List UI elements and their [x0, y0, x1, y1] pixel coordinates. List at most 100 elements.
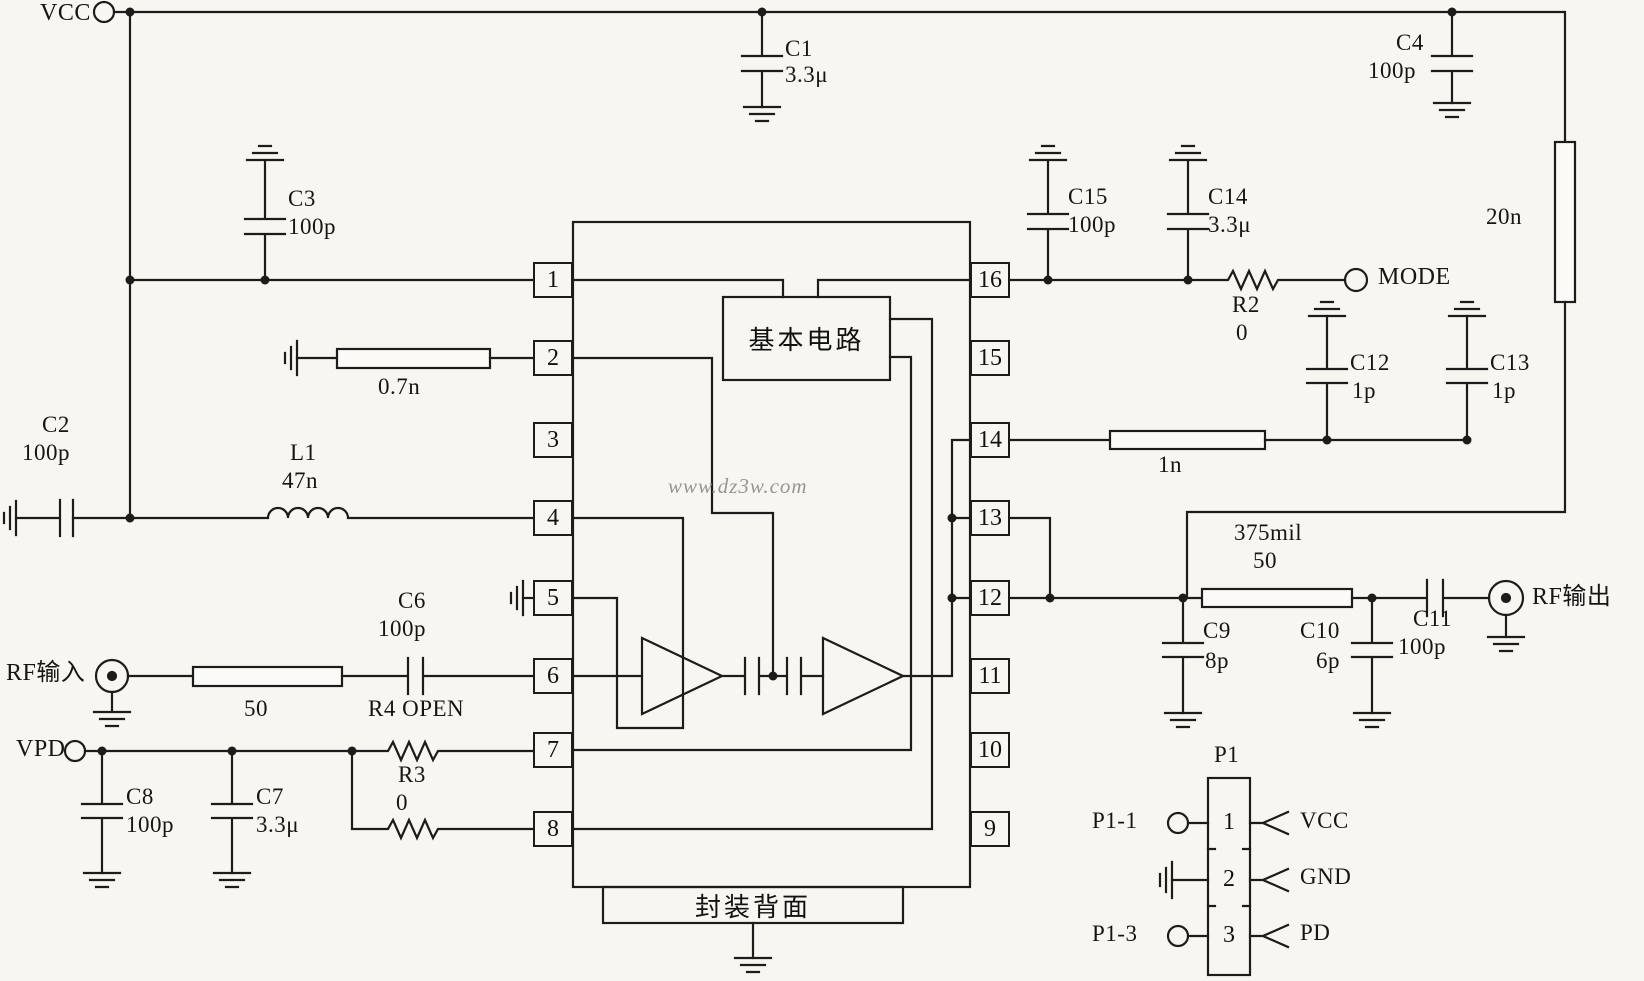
ground-icon [1163, 711, 1203, 729]
p1-box [1206, 776, 1252, 977]
rf-out-label: RF输出 [1532, 584, 1612, 610]
c13-ref: C13 [1490, 350, 1530, 375]
p1-gnd-label: GND [1300, 864, 1352, 889]
c2-val: 100p [22, 440, 70, 465]
c11-val: 100p [1398, 634, 1446, 659]
cap-c7 [210, 749, 254, 875]
p1-3-terminal [1166, 924, 1190, 948]
c7-val: 3.3μ [256, 812, 300, 837]
c3-val: 100p [288, 214, 336, 239]
p1-1-terminal [1166, 811, 1190, 835]
cap-c9 [1161, 596, 1205, 715]
cap-c11 [1350, 578, 1491, 618]
p1-row1-chevron [1260, 810, 1290, 836]
c1-ref: C1 [785, 36, 813, 61]
p1-row2-chevron [1260, 867, 1290, 893]
c10-val: 6p [1316, 648, 1340, 673]
c8-val: 100p [126, 812, 174, 837]
rf-input-terminal-dot [106, 670, 118, 682]
ground-icon [1028, 144, 1068, 162]
c7-ref: C7 [256, 784, 284, 809]
rf-output-terminal-dot [1500, 592, 1512, 604]
c6-val: 100p [378, 616, 426, 641]
ic-pin-3: 3 [533, 422, 573, 458]
ground-icon [509, 579, 525, 617]
r3-ref: R3 [398, 762, 426, 787]
rf-in-label: RF输入 [6, 660, 86, 686]
ms-375-val: 50 [1253, 548, 1277, 573]
ms-1n-label: 1n [1158, 452, 1182, 477]
cap-c3 [243, 159, 287, 282]
cap-c15 [1026, 159, 1070, 282]
p1-row3-chevron [1260, 923, 1290, 949]
p1-vcc-label: VCC [1300, 808, 1349, 833]
ic-pin-4: 4 [533, 500, 573, 536]
ground-icon [1486, 635, 1526, 653]
ic-pin-16: 16 [970, 262, 1010, 298]
ms-20n-label: 20n [1486, 204, 1522, 229]
ms-07n-label: 0.7n [378, 374, 421, 399]
c4-val: 100p [1368, 58, 1416, 83]
cap-c13 [1445, 314, 1489, 442]
ground-icon [2, 499, 18, 537]
ic-pin-8: 8 [533, 811, 573, 847]
c3-ref: C3 [288, 186, 316, 211]
c6-ref: C6 [398, 588, 426, 613]
cap-c1 [740, 10, 784, 109]
vpd-terminal [63, 739, 87, 763]
c1-val: 3.3μ [785, 62, 829, 87]
l1-val: 47n [282, 468, 318, 493]
ic-pin-5: 5 [533, 580, 573, 616]
cap-c4 [1430, 10, 1474, 105]
r4-ref: R4 OPEN [368, 696, 465, 721]
ic-core-box [721, 295, 892, 382]
ground-icon [92, 710, 132, 728]
p1-pd-label: PD [1300, 920, 1331, 945]
pin2-internal [571, 356, 775, 678]
microstrip-20n [1553, 140, 1577, 304]
junction-dots [97, 7, 1472, 756]
p1-pin-2: 2 [1223, 866, 1235, 892]
cap-c2 [14, 498, 75, 538]
p1-title: P1 [1214, 742, 1240, 767]
pin8-internal [571, 317, 934, 831]
ic-pin-10: 10 [970, 732, 1010, 768]
r3-val: 0 [396, 790, 408, 815]
pin4-pin5-loop [571, 516, 685, 730]
ic-pin-9: 9 [970, 811, 1010, 847]
ground-icon [742, 105, 782, 123]
cap-c14 [1166, 159, 1210, 282]
ground-icon [1432, 101, 1472, 119]
ic-pin-12: 12 [970, 580, 1010, 616]
c9-val: 8p [1205, 648, 1229, 673]
c2-ref: C2 [42, 412, 70, 437]
c15-val: 100p [1068, 212, 1116, 237]
ground-icon [82, 871, 122, 889]
pin16-internal [816, 278, 972, 299]
vcc-label: VCC [40, 0, 91, 26]
ic-pin-7: 7 [533, 732, 573, 768]
c15-ref: C15 [1068, 184, 1108, 209]
c8-ref: C8 [126, 784, 154, 809]
watermark: www.dz3w.com [668, 474, 808, 498]
vcc-top-rail [112, 10, 1567, 144]
ms-375-ref: 375mil [1234, 520, 1303, 545]
ic-pin-14: 14 [970, 422, 1010, 458]
c4-ref: C4 [1396, 30, 1424, 55]
c11-ref: C11 [1413, 606, 1452, 631]
cap-c8 [80, 749, 124, 875]
p1-pin-3: 3 [1223, 922, 1235, 948]
pin13-wire [1008, 516, 1052, 600]
pin1-internal [571, 278, 785, 299]
ic-pin-15: 15 [970, 340, 1010, 376]
vpd-label: VPD [16, 736, 66, 762]
r2-val: 0 [1236, 320, 1248, 345]
amplifier1-triangle [640, 636, 725, 716]
ic-pin-6: 6 [533, 658, 573, 694]
amp-output-bus [901, 438, 972, 678]
ic-core-label: 基本电路 [748, 326, 865, 355]
microstrip-50-in [191, 665, 344, 688]
p1-3-label: P1-3 [1092, 921, 1138, 946]
ic-backside-label: 封装背面 [694, 892, 811, 922]
